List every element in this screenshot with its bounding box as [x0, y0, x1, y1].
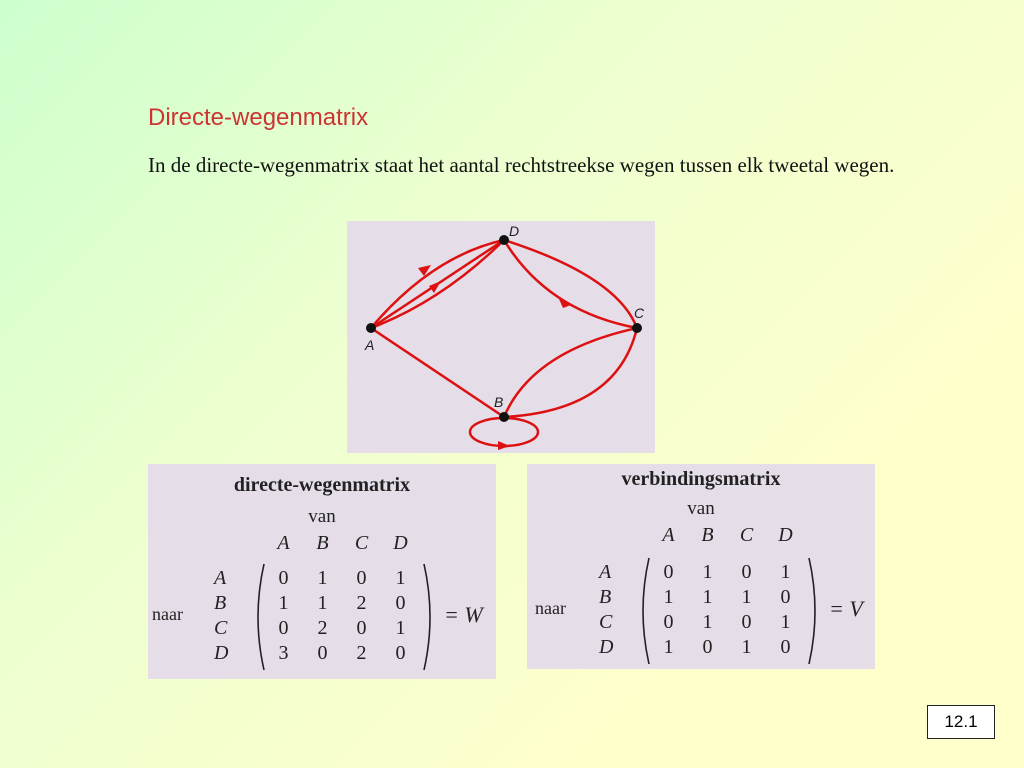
matrix-row-labels: A B C D — [214, 566, 228, 666]
row-label: B — [599, 586, 612, 608]
row-label: C — [214, 617, 228, 639]
row-label: B — [214, 592, 227, 614]
matrix-row-labels: A B C D — [599, 560, 613, 660]
row-label: A — [599, 561, 612, 583]
node-b — [499, 412, 509, 422]
row-label: A — [214, 567, 227, 589]
edge-a-d-upper — [370, 238, 505, 329]
matrix-equals-label: = W — [444, 602, 483, 627]
edge-a-b — [370, 326, 505, 419]
edge-b-c-outer — [503, 327, 639, 419]
arrow-d-c-inner — [559, 299, 571, 308]
column-header: B — [701, 524, 714, 546]
matrix-equals-label: = V — [829, 596, 863, 621]
column-header: C — [739, 524, 754, 546]
node-c — [632, 323, 642, 333]
matrix-title: directe-wegenmatrix — [233, 474, 411, 496]
matrix-column-headers: A B C D — [264, 532, 420, 555]
matrix-van-label: van — [308, 506, 336, 527]
matrix-naar-label: naar — [152, 604, 183, 624]
node-d — [499, 235, 509, 245]
left-paren — [642, 557, 650, 665]
matrix-van-label: van — [687, 498, 715, 519]
matrix-naar-label: naar — [535, 598, 566, 618]
slide-title: Directe-wegenmatrix — [148, 104, 369, 131]
arrow-b-loop — [498, 441, 510, 450]
node-a — [366, 323, 376, 333]
right-paren — [423, 563, 431, 671]
column-header: A — [277, 532, 290, 554]
row-label: D — [214, 642, 229, 664]
column-header: D — [393, 532, 408, 554]
column-header: C — [354, 532, 369, 554]
node-label-a: A — [364, 337, 374, 353]
node-label-c: C — [634, 305, 645, 321]
arrow-a-d-middle — [429, 281, 441, 293]
row-label: C — [599, 611, 613, 633]
node-label-b: B — [494, 394, 503, 410]
directe-wegenmatrix-panel: directe-wegenmatrix van A B C D naar A B… — [148, 464, 496, 679]
arrow-a-d-upper — [418, 265, 431, 276]
matrix-title: verbindingsmatrix — [621, 468, 781, 490]
edge-b-loop — [468, 416, 540, 448]
slide-body-text: In de directe-wegenmatrix staat het aant… — [148, 153, 895, 177]
node-label-d: D — [509, 223, 519, 239]
column-header: D — [778, 524, 793, 546]
column-header: A — [662, 524, 675, 546]
graph-svg: A B C D — [364, 223, 645, 450]
matrix-column-headers: A B C D — [649, 524, 805, 547]
row-label: D — [599, 636, 614, 658]
graph-diagram: A B C D — [347, 221, 655, 453]
edge-d-c-inner — [502, 239, 638, 330]
edge-b-c-inner — [502, 326, 638, 418]
page-number: 12.1 — [927, 705, 995, 739]
left-paren — [257, 563, 265, 671]
right-paren — [808, 557, 816, 665]
column-header: B — [316, 532, 329, 554]
edge-a-d-middle — [370, 239, 505, 330]
edge-d-c-outer — [503, 238, 639, 329]
verbindingsmatrix-panel: verbindingsmatrix van A B C D naar A B C… — [527, 464, 875, 669]
